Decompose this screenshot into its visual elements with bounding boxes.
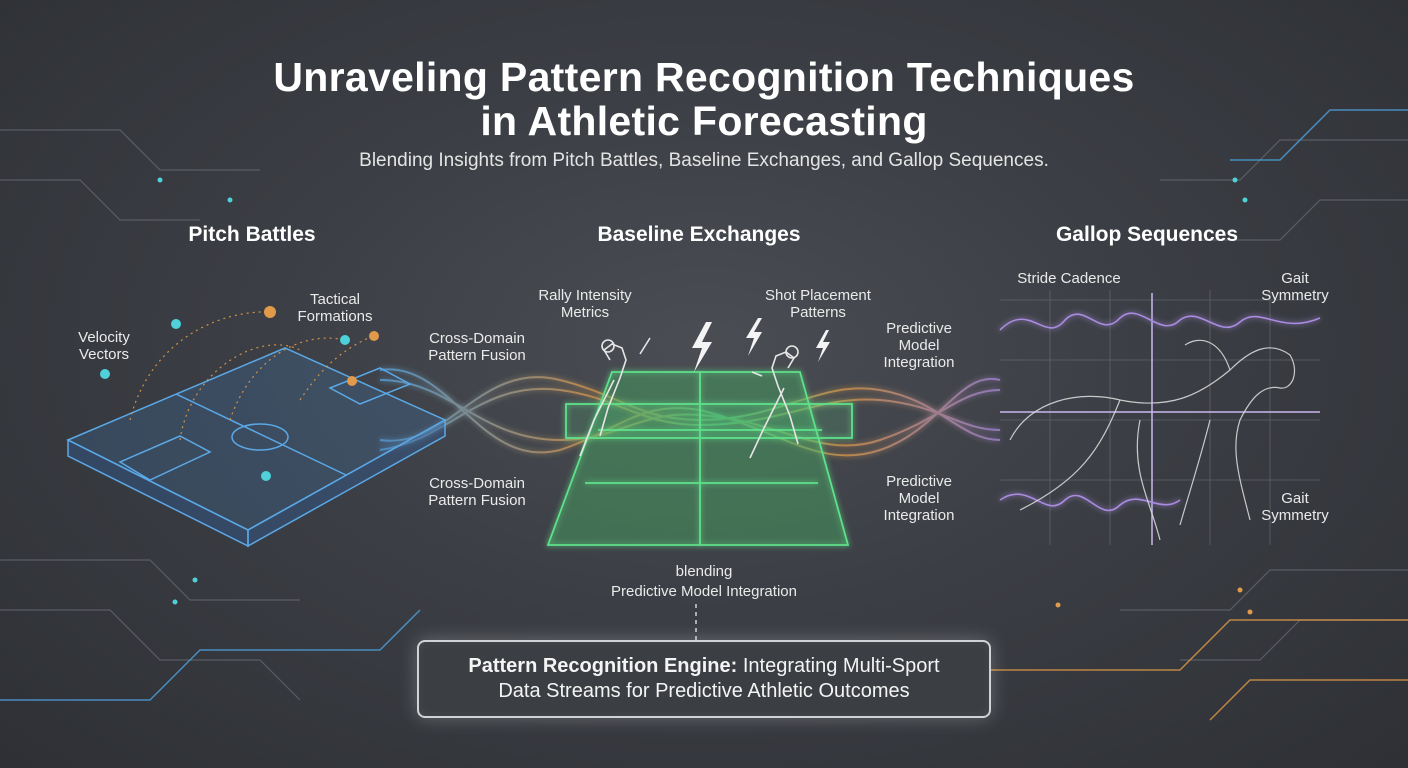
tactical-formations-label-line-1: Tactical <box>309 291 361 308</box>
gait-symmetry-label-top: Gait Symmetry <box>1250 270 1340 304</box>
predictive-top-line-3: Integration <box>883 354 955 371</box>
rally-intensity-label-line-2: Metrics <box>560 304 610 321</box>
gait-symmetry-label-bottom: Gait Symmetry <box>1250 490 1340 524</box>
predictive-bottom-line-1: Predictive <box>886 473 952 490</box>
velocity-vectors-label-line-1: Velocity <box>78 329 130 346</box>
gallop-sequences-heading: Gallop Sequences <box>1055 223 1239 246</box>
engine-label-rest: Integrating Multi-Sport <box>737 655 940 677</box>
blending-caption-line-1: blending <box>675 563 733 580</box>
velocity-vectors-label-line-2: Vectors <box>78 346 130 363</box>
gait-symmetry-bottom-line-2: Symmetry <box>1261 507 1329 524</box>
page-title-line-1: Unraveling Pattern Recognition Technique… <box>273 54 1135 100</box>
cross-domain-label-bottom: Cross-Domain Pattern Fusion <box>412 475 542 509</box>
predictive-top-line-2: Model <box>898 337 940 354</box>
page-title-line-2: in Athletic Forecasting <box>480 98 928 144</box>
predictive-bottom-line-2: Model <box>898 490 940 507</box>
blending-connector-line <box>695 604 697 640</box>
tactical-formations-label-line-2: Formations <box>297 308 373 325</box>
baseline-exchanges-heading: Baseline Exchanges <box>597 223 801 246</box>
engine-label-bold: Pattern Recognition Engine: <box>468 655 738 677</box>
velocity-vectors-label: Velocity Vectors <box>54 329 154 363</box>
page-subtitle: Blending Insights from Pitch Battles, Ba… <box>359 150 1049 171</box>
blending-caption-line-2: Predictive Model Integration <box>611 583 797 600</box>
predictive-bottom-line-3: Integration <box>883 507 955 524</box>
pattern-recognition-engine-box: Pattern Recognition Engine: Integrating … <box>417 640 991 718</box>
cross-domain-bottom-line-1: Cross-Domain <box>429 475 525 492</box>
engine-label-line-2: Data Streams for Predictive Athletic Out… <box>498 680 910 702</box>
rally-intensity-label-line-1: Rally Intensity <box>538 287 632 304</box>
predictive-model-label-top: Predictive Model Integration <box>864 320 974 371</box>
gait-symmetry-top-line-1: Gait <box>1281 270 1309 287</box>
cross-domain-top-line-2: Pattern Fusion <box>428 347 526 364</box>
predictive-model-label-bottom: Predictive Model Integration <box>864 473 974 524</box>
blending-caption: blending Predictive Model Integration <box>554 562 854 602</box>
gait-symmetry-bottom-line-1: Gait <box>1281 490 1309 507</box>
gait-symmetry-top-line-2: Symmetry <box>1261 287 1329 304</box>
gallop-chart <box>1000 290 1320 545</box>
rally-intensity-label: Rally Intensity Metrics <box>520 287 650 321</box>
cross-domain-top-line-1: Cross-Domain <box>429 330 525 347</box>
shot-placement-label-line-1: Shot Placement <box>765 287 871 304</box>
shot-placement-label: Shot Placement Patterns <box>748 287 888 321</box>
tactical-formations-label: Tactical Formations <box>280 291 390 325</box>
pitch-illustration <box>66 347 447 548</box>
tennis-court-illustration <box>546 371 853 546</box>
cross-domain-label-top: Cross-Domain Pattern Fusion <box>412 330 542 364</box>
pitch-battles-heading: Pitch Battles <box>188 223 316 246</box>
cross-domain-bottom-line-2: Pattern Fusion <box>428 492 526 509</box>
predictive-top-line-1: Predictive <box>886 320 952 337</box>
shot-placement-label-line-2: Patterns <box>790 304 846 321</box>
stride-cadence-label: Stride Cadence <box>1017 270 1121 287</box>
